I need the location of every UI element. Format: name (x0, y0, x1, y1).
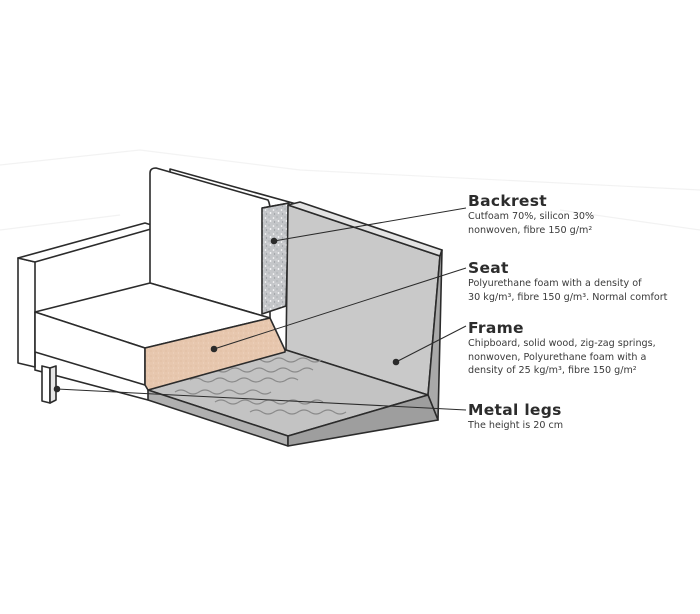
leader-dot-backrest (270, 237, 278, 245)
background-ghost-sofa (0, 149, 700, 231)
callout-desc-line: Cutfoam 70%, silicon 30% (468, 211, 595, 222)
callout-desc-line: The height is 20 cm (468, 420, 564, 431)
callout-title: Frame (468, 319, 524, 337)
backrest-cushion (149, 167, 290, 319)
callout-desc-line: nonwoven, Polyurethane foam with a (468, 351, 647, 363)
callout-desc-line: density of 25 kg/m³, fibre 150 g/m² (468, 365, 637, 376)
callout-desc-line: 30 kg/m³, fibre 150 g/m³. Normal comfort (468, 291, 668, 303)
leader-lines (53, 207, 467, 411)
leader-frame (395, 325, 467, 363)
leader-dot-seat (210, 345, 218, 353)
sofa-frame (147, 201, 443, 447)
callout-desc-line: Chipboard, solid wood, zig-zag springs, (468, 338, 656, 349)
callout-title: Metal legs (468, 401, 562, 419)
callout-backrest: Backrest Cutfoam 70%, silicon 30% nonwov… (468, 192, 700, 237)
leader-backrest (273, 207, 467, 242)
seat-foam (144, 317, 286, 391)
callout-desc-line: Polyurethane foam with a density of (468, 278, 642, 289)
callout-desc-line: nonwoven, fibre 150 g/m² (468, 224, 593, 236)
callout-frame: Frame Chipboard, solid wood, zig-zag spr… (468, 319, 700, 378)
leader-dot-frame (392, 358, 400, 366)
callout-legs: Metal legs The height is 20 cm (468, 401, 700, 433)
leader-legs (56, 388, 467, 411)
metal-leg (41, 365, 57, 404)
sofa-arm-front (34, 352, 149, 401)
leader-dot-legs (53, 385, 61, 393)
seat-cushion (34, 282, 286, 391)
callout-title: Backrest (468, 192, 547, 210)
callout-title: Seat (468, 259, 509, 277)
callout-seat: Seat Polyurethane foam with a density of… (468, 259, 700, 304)
leader-seat (213, 267, 467, 350)
backrest-foam (261, 202, 290, 315)
